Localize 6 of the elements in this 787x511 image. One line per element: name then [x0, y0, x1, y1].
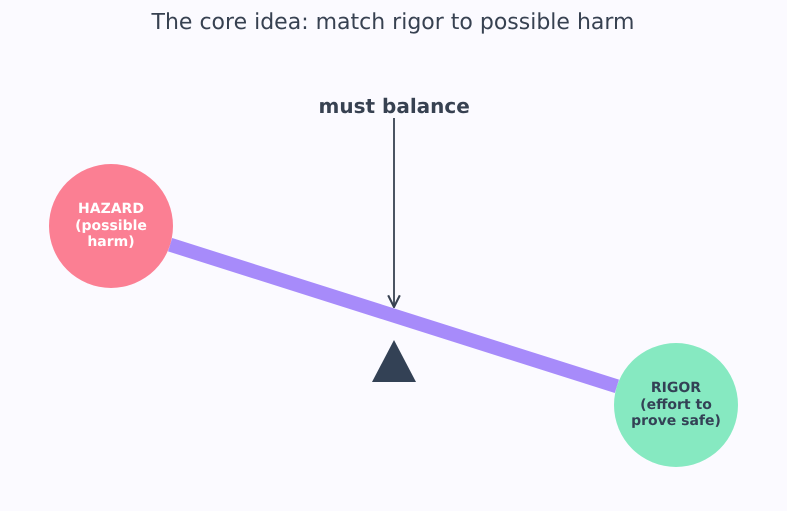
callout-label: must balance: [318, 94, 470, 118]
arrow: [387, 118, 401, 308]
seesaw-beam: [168, 238, 620, 393]
diagram-title: The core idea: match rigor to possible harm: [152, 10, 634, 35]
node-label: RIGOR (effort to prove safe): [630, 380, 722, 430]
node-label: HAZARD (possible harm): [74, 200, 148, 252]
